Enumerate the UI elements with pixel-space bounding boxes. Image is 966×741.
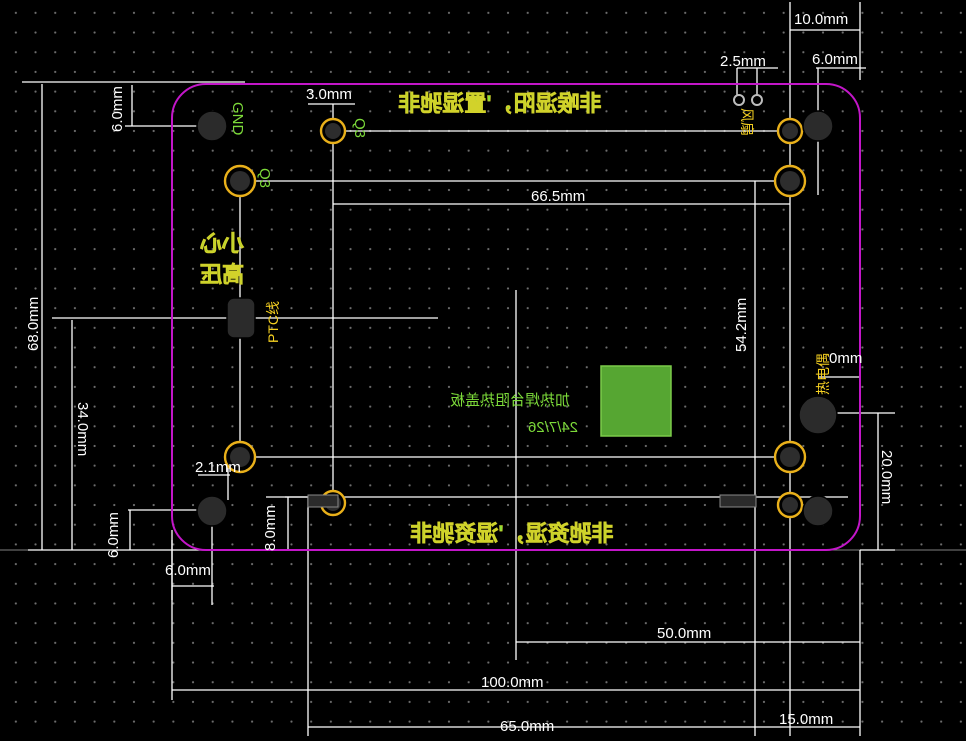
dim-2-5mm: 2.5mm [720,53,766,70]
hole-top-right[interactable] [802,110,834,142]
silk-q3-top: Q3 [351,118,368,138]
dim-6mm-bottom: 6.0mm [165,562,211,579]
smd-pad-right[interactable] [719,494,757,508]
silk-top-banner: 非喉湿阳，'置湿驰非 [398,91,601,116]
silk-q3-mid: Q3 [256,168,273,188]
silkscreen: 非喉湿阳，'置湿驰非 非驰资湿，'湿资驰非 小心 高压 PTC线 风扇 热电偶 … [200,91,831,547]
pad-bottom-right-inner[interactable] [776,491,804,519]
dim-2-1mm: 2.1mm [195,459,241,476]
dim-65mm: 65.0mm [500,718,554,735]
dim-34mm: 34.0mm [74,402,91,456]
pad-mid-left[interactable] [223,164,257,198]
dim-6mm-left-top: 6.0mm [109,86,126,132]
silk-caution: 小心 [200,231,244,256]
pad-low-right[interactable] [773,440,807,474]
dim-0mm-right: 0mm [829,350,862,367]
copper-square[interactable] [600,365,672,437]
dim-100mm: 100.0mm [481,674,544,691]
smd-pad-left[interactable] [307,494,339,508]
hole-top-left[interactable] [196,110,228,142]
pad-top-left-inner[interactable] [319,117,347,145]
silk-high-voltage: 高压 [200,262,244,287]
pad-low-left[interactable] [223,440,257,474]
hole-bottom-left[interactable] [196,495,228,527]
dim-66-5mm: 66.5mm [531,188,585,205]
dim-15mm: 15.0mm [779,711,833,728]
silk-board-date: 24/7/26 [528,419,578,436]
dim-6mm-left-bottom: 6.0mm [105,512,122,558]
dim-3mm: 3.0mm [306,86,352,103]
dimension-labels: 10.0mm 6.0mm 2.5mm 3.0mm 66.5mm 50.0mm 1… [25,11,895,735]
silk-ptc-label: PTC线 [265,301,281,343]
dim-6mm-top: 6.0mm [812,51,858,68]
fan-header-holes[interactable] [733,94,763,106]
silk-fan-label: 风扇 [739,108,755,136]
pad-top-right-inner[interactable] [776,117,804,145]
ptc-slot[interactable] [226,297,256,339]
silk-thermocouple-label: 热电偶 [815,353,831,395]
dim-20mm: 20.0mm [878,450,895,504]
pad-mid-right[interactable] [773,164,807,198]
hole-bottom-right[interactable] [802,495,834,527]
hole-thermistor[interactable] [798,395,838,435]
dim-10mm: 10.0mm [794,11,848,28]
dim-8mm: 8.0mm [262,505,279,551]
dim-68mm: 68.0mm [25,297,42,351]
board-outline [171,83,861,551]
dim-50mm: 50.0mm [657,625,711,642]
dim-54-2mm: 54.2mm [733,298,750,352]
silk-bottom-banner: 非驰资湿，'湿资驰非 [410,521,613,546]
silk-board-title: 加热焊台阻热盖板 [450,391,570,409]
mounting-pads [196,94,838,527]
silk-gnd: GND [229,102,246,136]
